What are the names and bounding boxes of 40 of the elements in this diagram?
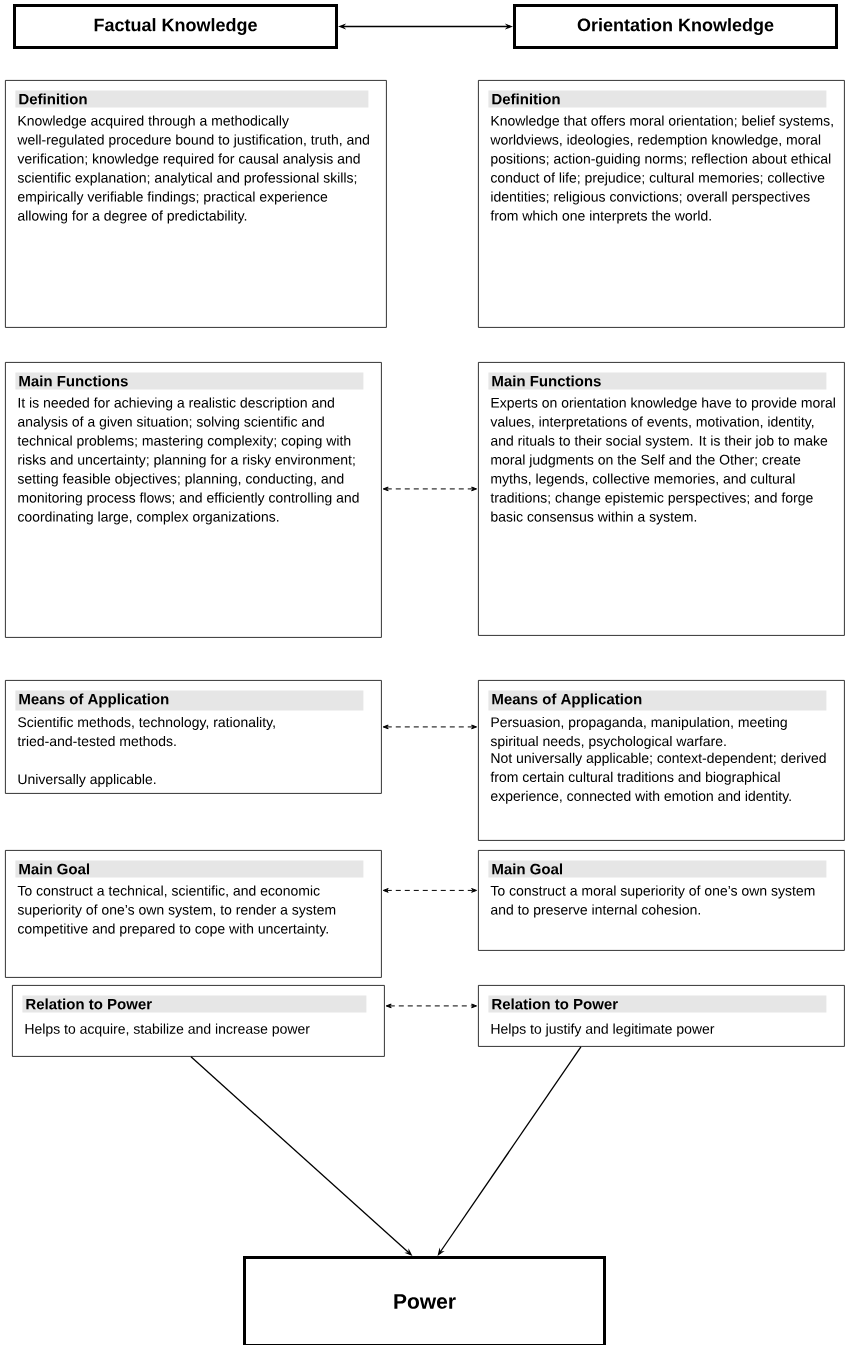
title-box: Factual Knowledge: [13, 4, 338, 49]
body-text: Helps to acquire, stabilize and increase power: [25, 1023, 310, 1037]
info-box: [5, 850, 382, 978]
title-box: Orientation Knowledge: [513, 4, 838, 49]
body-text: Universally applicable.: [18, 773, 156, 787]
info-box: [12, 985, 385, 1057]
heading: Means of Application: [488, 690, 827, 711]
arrow: [437, 1046, 582, 1256]
body-text: Persuasion, propaganda, manipulation, meeting spiritual needs, psychological warfare.: [490, 716, 787, 749]
body-text: To construct a moral superiority of one’s own system and to preserve internal cohesion.: [490, 885, 815, 918]
heading: Definition: [488, 90, 827, 108]
arrow: [385, 1003, 478, 1009]
heading: Main Goal: [15, 860, 364, 878]
heading: Relation to Power: [488, 995, 827, 1013]
info-box: [478, 362, 845, 636]
body-text: It is needed for achieving a realistic description and analysis of a given situation; solving scientific and technical problems; mastering complexity; coping with risks and uncertainty; planning for a risky environment; setting feasible objectives; planning, conducting, and monitoring process flows; and efficiently controlling and coordinating large, complex organizations.: [17, 397, 359, 525]
heading: Main Functions: [488, 372, 827, 390]
info-box: [478, 680, 845, 841]
heading: Definition: [15, 90, 369, 108]
info-box: [5, 362, 382, 638]
body-text: Helps to justify and legitimate power: [491, 1023, 715, 1037]
arrow: [382, 724, 478, 730]
heading: Means of Application: [15, 690, 364, 711]
body-text: To construct a technical, scientific, and economic superiority of one’s own system, to render a system competitive and prepared to cope with uncertainty.: [17, 885, 336, 937]
power-box: Power: [243, 1256, 606, 1345]
heading: Main Functions: [15, 372, 364, 390]
body-text: Knowledge that offers moral orientation; belief systems, worldviews, ideologies, redemption knowledge, moral positions; action-guiding norms; reflection about ethical conduct of life; prejudice; cultural memories; collective identities; religious convictions; overall perspectives from which one interprets the world.: [490, 115, 833, 224]
info-box: [5, 80, 387, 328]
info-box: [478, 985, 845, 1047]
info-box: [5, 680, 382, 794]
body-text: Not universally applicable; context-dependent; derived from certain cultural traditions and biographical experience, connected with emotion and identity.: [490, 752, 826, 804]
heading: Relation to Power: [22, 995, 367, 1013]
body-text: Knowledge acquired through a methodically well-regulated procedure bound to justification, truth, and verification; knowledge required for causal analysis and scientific explanation; analytical and professional skills; empirically verifiable findings; practical experience allowing for a degree of predictability.: [17, 115, 369, 224]
body-text: Experts on orientation knowledge have to provide moral values, interpretations of events, motivation, identity, and rituals to their social system. It is their job to make moral judgments on the Self and the Other; create myths, legends, collective memories, and cultural traditions; change epistemic perspectives; and forge basic consensus within a system.: [490, 397, 835, 525]
arrow: [382, 486, 478, 492]
info-box: [478, 80, 845, 328]
info-box: [478, 850, 845, 951]
arrow: [382, 888, 478, 893]
body-text: Scientific methods, technology, rationality, tried-and-tested methods.: [17, 716, 275, 747]
heading: Main Goal: [488, 860, 827, 878]
